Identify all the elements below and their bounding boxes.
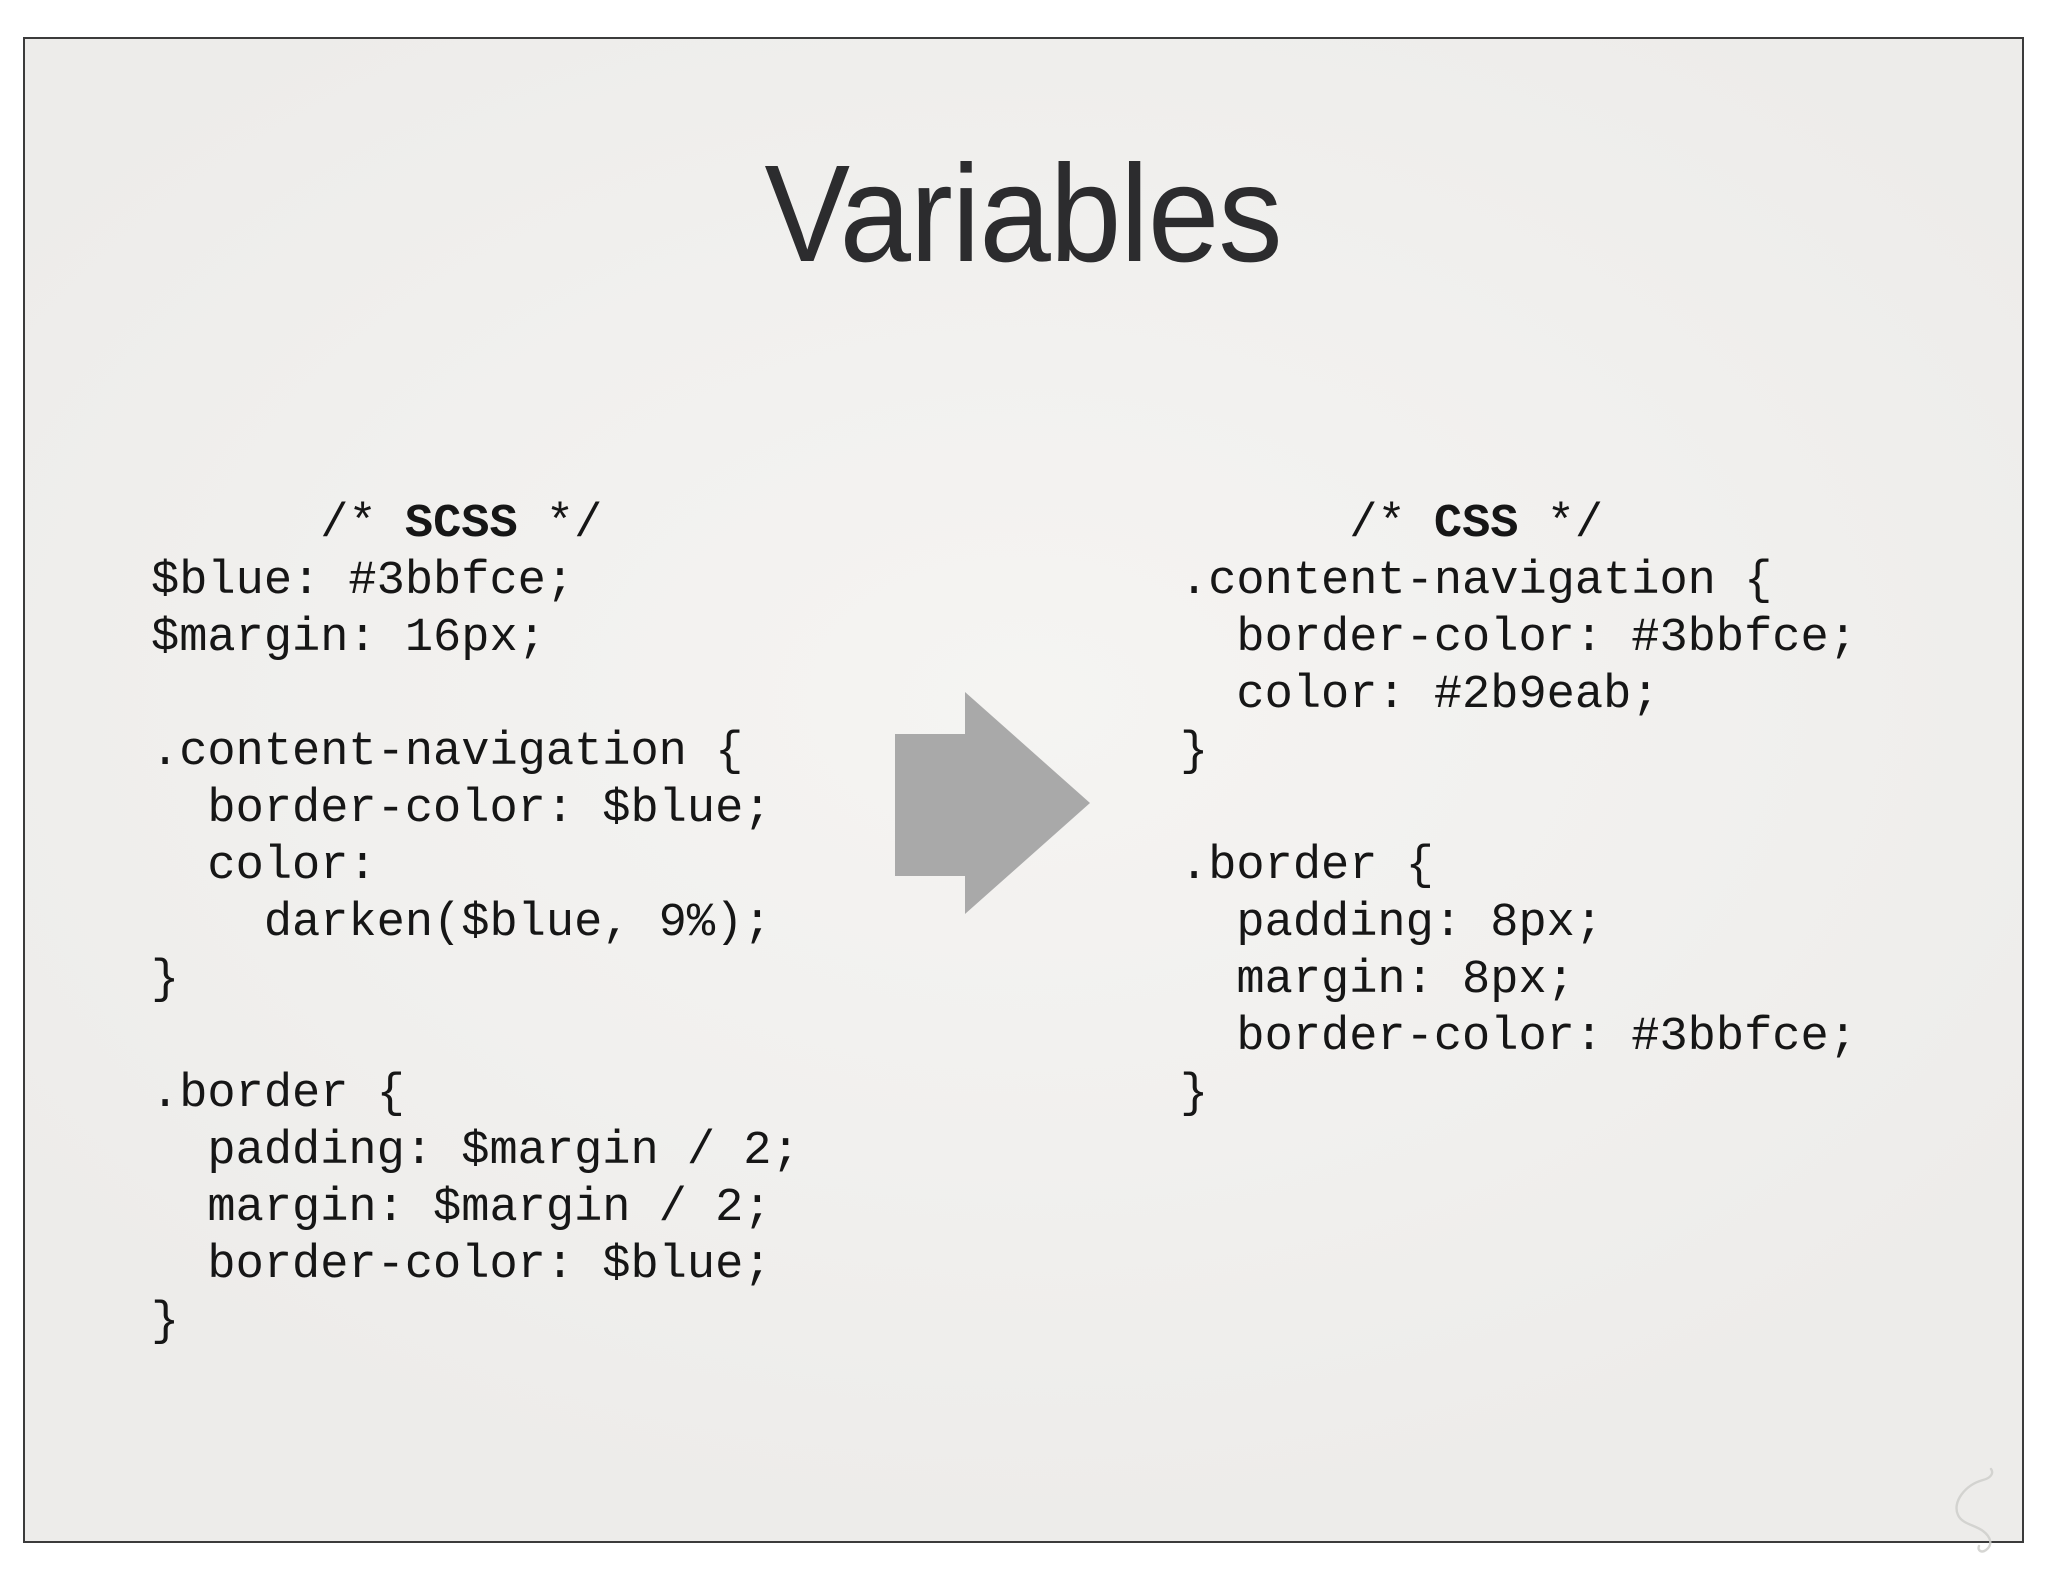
scss-code-lines: $blue: #3bbfce;$margin: 16px; .content-na…: [151, 496, 800, 1351]
sass-swirl-watermark-icon: [1951, 1465, 2013, 1555]
code-line: padding: $margin / 2;: [151, 1125, 800, 1178]
comment-open: /*: [1349, 498, 1434, 551]
code-line: margin: $margin / 2;: [151, 1182, 772, 1235]
page-title-text: Variables: [764, 137, 1283, 291]
scss-code-block: /* SCSS */ $blue: #3bbfce;$margin: 16px;…: [151, 439, 800, 1351]
css-code-block: /* CSS */ .content-navigation { border-c…: [1180, 439, 1857, 1123]
code-line: $blue: #3bbfce;: [151, 555, 575, 608]
code-line: }: [1180, 1068, 1209, 1121]
code-line: .content-navigation {: [151, 726, 744, 779]
code-line: }: [1180, 726, 1209, 779]
comment-open: /*: [320, 498, 405, 551]
comment-close: */: [517, 498, 603, 551]
code-line: padding: 8px;: [1180, 897, 1604, 950]
code-line: [1180, 781, 1857, 838]
css-comment-line: /* CSS */: [1180, 439, 1857, 551]
code-line: color: #2b9eab;: [1180, 669, 1660, 722]
code-line: border-color: #3bbfce;: [1180, 612, 1857, 665]
css-code-lines: .content-navigation { border-color: #3bb…: [1180, 496, 1857, 1123]
code-line: [151, 1009, 800, 1066]
code-line: darken($blue, 9%);: [151, 897, 772, 950]
code-line: .content-navigation {: [1180, 555, 1773, 608]
scss-keyword: SCSS: [404, 498, 518, 551]
code-line: border-color: $blue;: [151, 1239, 772, 1292]
code-line: [151, 667, 800, 724]
code-line: margin: 8px;: [1180, 954, 1575, 1007]
right-arrow-icon: [895, 692, 1090, 914]
slide-frame: Variables /* SCSS */ $blue: #3bbfce;$mar…: [23, 37, 2024, 1553]
code-line: }: [151, 1296, 180, 1349]
code-line: $margin: 16px;: [151, 612, 546, 665]
scss-comment-line: /* SCSS */: [151, 439, 800, 551]
code-line: color:: [151, 840, 377, 893]
css-keyword: CSS: [1433, 498, 1519, 551]
code-line: .border {: [151, 1068, 405, 1121]
code-line: border-color: #3bbfce;: [1180, 1011, 1857, 1064]
page-title: Variables: [25, 145, 2022, 283]
code-line: }: [151, 954, 180, 1007]
code-line: border-color: $blue;: [151, 783, 772, 836]
comment-close: */: [1518, 498, 1604, 551]
code-line: .border {: [1180, 840, 1434, 893]
